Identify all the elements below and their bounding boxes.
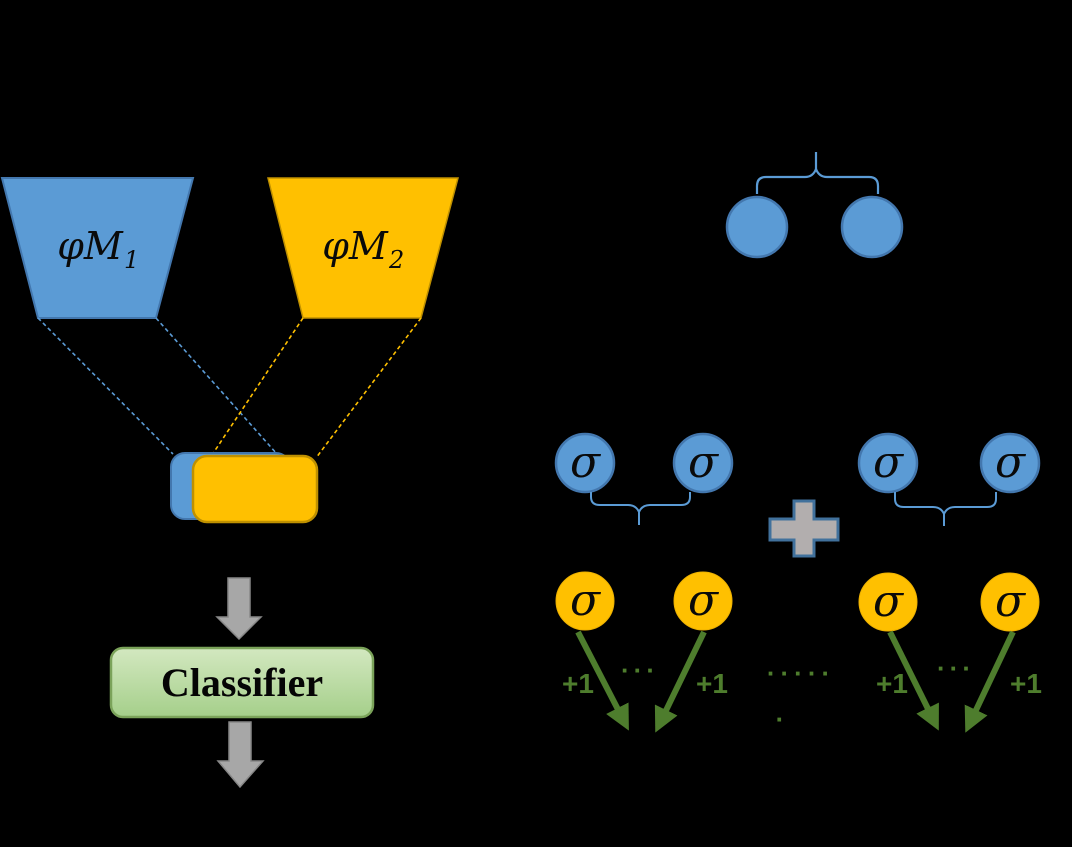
classifier-label: Classifier <box>161 660 323 705</box>
ellipsis-dots: ··· <box>621 655 659 685</box>
sigma-node-yellow <box>858 572 918 632</box>
ellipsis-dot-single: · <box>776 704 785 734</box>
down-arrow-icon <box>215 577 263 641</box>
plus-one-label: +1 <box>562 668 594 699</box>
plus-one-label: +1 <box>696 668 728 699</box>
vote-arrow <box>964 630 1016 733</box>
sigma-node-blue <box>672 432 734 494</box>
encoder-2-label: φM <box>322 224 389 268</box>
sigma-label: σ <box>688 437 720 488</box>
encoder-2-subscript: 2 <box>388 246 404 274</box>
fused-feature-yellow <box>191 454 319 524</box>
sigma-node-blue <box>554 432 616 494</box>
sigma-label: σ <box>995 576 1027 627</box>
sigma-node-blue <box>857 432 919 494</box>
connector-blue-left <box>37 317 174 455</box>
connector-yellow-right <box>315 317 422 459</box>
sigma-node-yellow <box>555 571 615 631</box>
ellipsis-dots: ··· <box>937 653 975 683</box>
plus-one-label: +1 <box>1010 668 1042 699</box>
sigma-label: σ <box>873 437 905 488</box>
sigma-label: σ <box>570 575 602 626</box>
under-brace-icon <box>590 492 691 515</box>
encoder-1-subscript: 1 <box>124 246 139 274</box>
vote-arrow <box>654 630 707 733</box>
under-brace-icon <box>894 492 997 517</box>
gate-node <box>725 195 789 259</box>
gate-node <box>840 195 904 259</box>
vote-arrow <box>575 630 629 731</box>
connector-blue-right <box>155 317 278 455</box>
sigma-label: σ <box>873 576 905 627</box>
encoder-1-label: φM <box>57 224 124 268</box>
vote-arrow <box>887 630 939 731</box>
plus-icon <box>768 499 840 558</box>
sigma-node-yellow <box>980 572 1040 632</box>
top-brace-icon <box>755 165 880 194</box>
classifier-box <box>109 646 375 719</box>
sigma-label: σ <box>688 575 720 626</box>
down-arrow-icon <box>216 721 265 789</box>
sigma-node-yellow <box>673 571 733 631</box>
ellipsis-dots-middle: ····· <box>767 658 835 688</box>
sigma-label: σ <box>995 437 1027 488</box>
plus-one-label: +1 <box>876 668 908 699</box>
connector-yellow-left <box>211 317 304 456</box>
sigma-node-blue <box>979 432 1041 494</box>
sigma-label: σ <box>570 437 602 488</box>
